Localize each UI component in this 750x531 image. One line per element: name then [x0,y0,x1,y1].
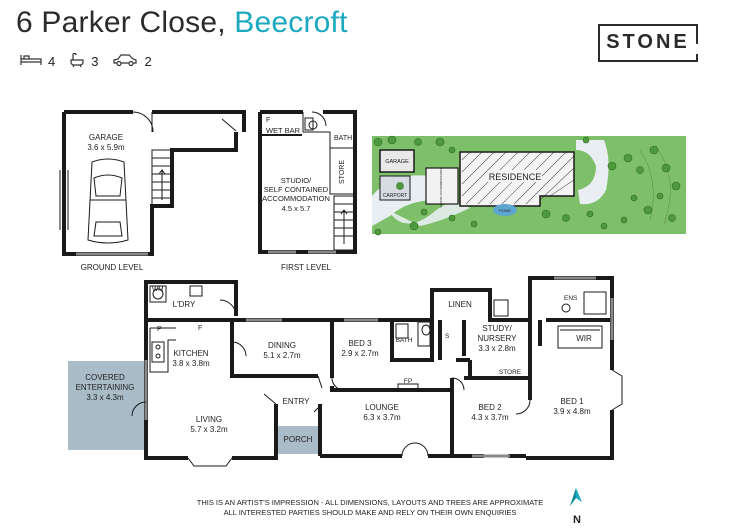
covered-entertaining-area [68,361,144,450]
parking-count: 2 [144,54,152,69]
porch-area [276,426,320,454]
disclaimer: THIS IS AN ARTIST'S IMPRESSION - ALL DIM… [160,498,580,518]
studio-dims: 4.5 x 5.7 [282,204,311,213]
compass: N [566,486,588,526]
address-suburb: Beecroft [234,6,348,39]
studio-label-3: ACCOMMODATION [262,194,330,203]
wir-label: WIR [576,334,592,343]
fireplace-label: FP [404,378,412,385]
covered-label-1: COVERED [85,373,125,382]
property-address: 6 Parker Close, Beecroft [16,6,348,40]
laundry-label: L'DRY [173,300,196,309]
north-label: N [573,514,581,526]
disclaimer-line-1: THIS IS AN ARTIST'S IMPRESSION - ALL DIM… [196,498,544,507]
agency-logo-text: STONE [606,31,690,53]
main-store-label: STORE [499,369,522,376]
studio-store-label: STORE [339,160,346,184]
lounge-name: LOUNGE [365,403,399,412]
bed-icon [20,53,42,70]
study-label-1: STUDY/ [482,324,512,333]
kitchen-fridge-label: F [198,325,202,332]
dining-name: DINING [268,341,296,350]
living-dims: 5.7 x 3.2m [190,425,228,434]
site-pond-label: POND [499,208,511,213]
garage-dims: 3.6 x 5.9m [87,143,125,152]
entry-label: ENTRY [283,397,311,406]
car-icon [112,53,138,70]
site-residence-label: RESIDENCE [489,172,542,182]
north-arrow-icon: N [570,488,582,526]
main-house-plan: WM L'DRY P F KITCHEN 3.8 x 3.8m COVERED … [68,276,623,467]
dining-dims: 5.1 x 2.7m [263,351,301,360]
first-level-label: FIRST LEVEL [281,263,332,272]
garage-plan: GARAGE 3.6 x 5.9m GROUND LEVEL [59,110,246,272]
address-street: 6 Parker Close, [16,6,226,39]
bathroom-count: 3 [91,54,99,69]
kitchen-dims: 3.8 x 3.8m [172,359,210,368]
bed3-name: BED 3 [348,339,372,348]
lounge-dims: 6.3 x 3.7m [363,413,401,422]
wet-bar-label: WET BAR [266,126,301,135]
linen-label: LINEN [448,300,472,309]
disclaimer-line-2: ALL INTERESTED PARTIES SHOULD MAKE AND R… [223,508,517,517]
study-label-2: NURSERY [478,334,518,343]
site-studio-label: STUDIO ACCOMMODATION [439,168,443,207]
studio-bath-label: BATH [334,135,352,142]
ground-level-label: GROUND LEVEL [81,263,144,272]
shower-label: S [445,333,450,340]
pantry-label: P [157,326,162,333]
main-bath-label: BATH [396,337,413,344]
bedroom-count: 4 [48,54,56,69]
covered-label-2: ENTERTAINING [76,383,135,392]
studio-label-1: STUDIO/ [281,176,312,185]
site-carport-label: CARPORT [383,193,407,199]
agency-logo: STONE [598,24,698,62]
washing-machine-label: WM [152,286,164,293]
bed3-dims: 2.9 x 2.7m [341,349,379,358]
kitchen-name: KITCHEN [173,349,208,358]
porch-label: PORCH [284,435,313,444]
studio-plan: F WET BAR BATH STORE STUDIO/ SELF CONTAI… [258,110,357,272]
living-name: LIVING [196,415,222,424]
studio-label-2: SELF CONTAINED [264,185,329,194]
bed2-name: BED 2 [478,403,502,412]
garage-name: GARAGE [89,133,123,142]
bath-icon [69,52,85,71]
site-plan: GARAGE CARPORT RESIDENCE STUDIO ACCOMMOD… [372,135,686,236]
site-garage-label: GARAGE [385,159,409,165]
ensuite-label: ENS [564,295,578,302]
study-dims: 3.3 x 2.8m [478,344,516,353]
covered-dims: 3.3 x 4.3m [86,393,124,402]
bed1-name: BED 1 [560,397,584,406]
property-features: 4 3 2 [20,52,160,71]
bed1-dims: 3.9 x 4.8m [553,407,591,416]
studio-fridge-label: F [266,117,270,124]
bed2-dims: 4.3 x 3.7m [471,413,509,422]
